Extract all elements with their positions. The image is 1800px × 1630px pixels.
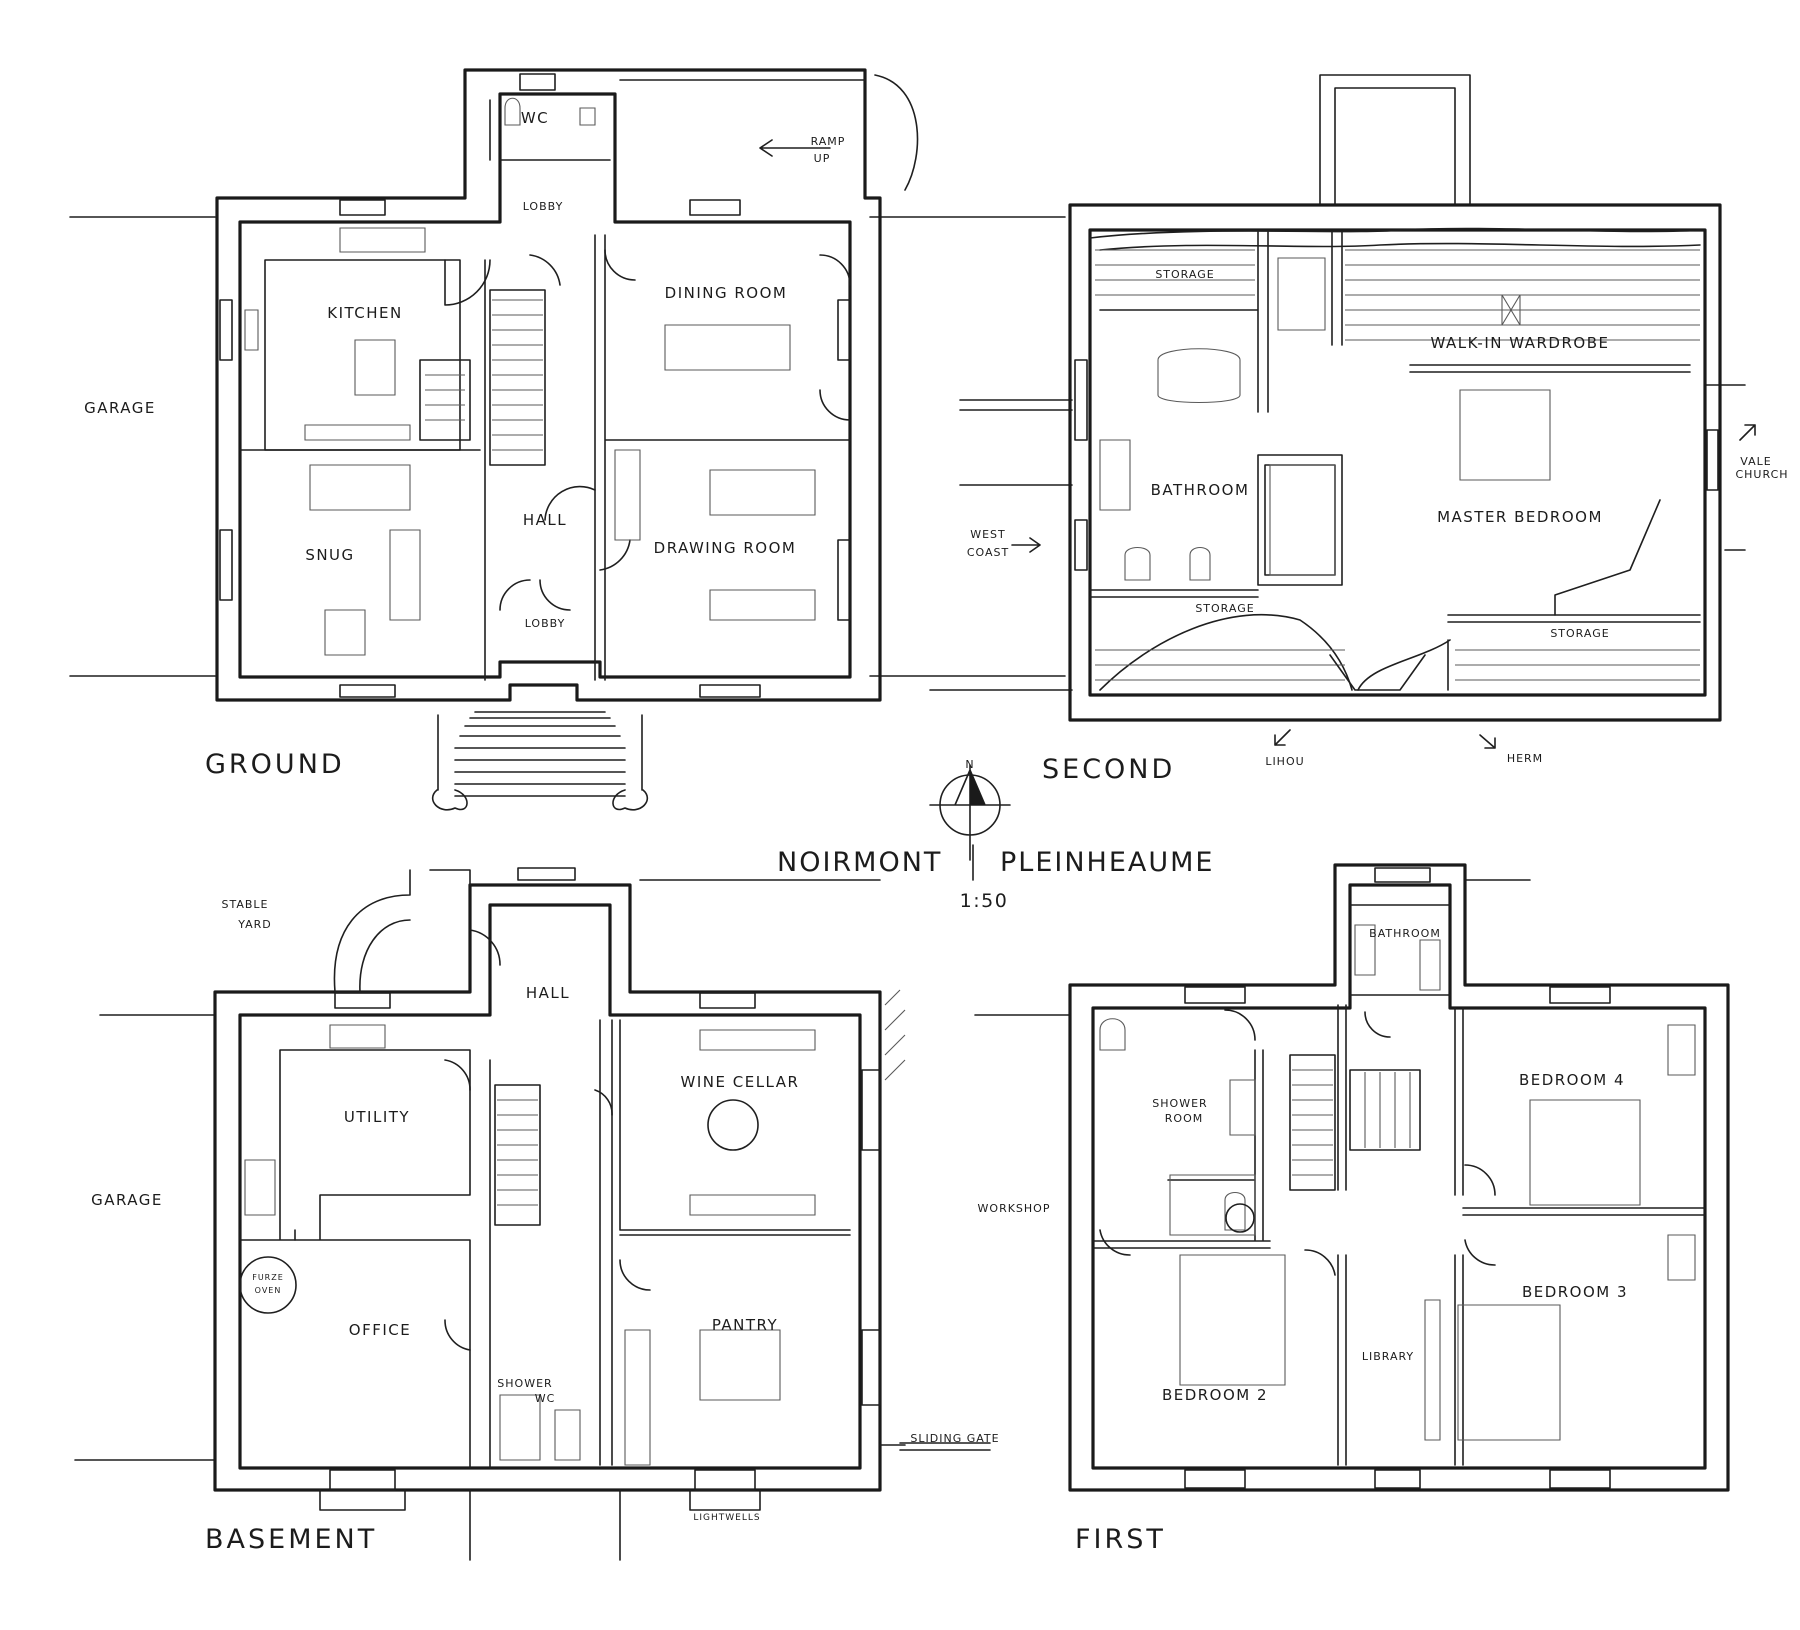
ground-ramp-up-label: UP [814, 152, 831, 165]
first-shower-room-label-2: ROOM [1165, 1112, 1203, 1125]
first-bedroom3-label: BEDROOM 3 [1522, 1283, 1628, 1301]
title-right: PLEINHEAUME [1000, 847, 1215, 878]
ground-kitchen-label: KITCHEN [327, 304, 403, 322]
basement-floor-title: BASEMENT [205, 1524, 377, 1555]
ground-floor-plan: WC LOBBY RAMP UP KITCHEN DINING ROOM SNU… [69, 68, 1066, 811]
basement-utility-label: UTILITY [344, 1108, 410, 1126]
basement-wc-label: WC [535, 1392, 556, 1405]
second-walkin-label: WALK-IN WARDROBE [1431, 334, 1610, 352]
second-bathroom-label: BATHROOM [1151, 481, 1250, 499]
ground-snug-label: SNUG [305, 546, 354, 564]
first-floor-plan: BATHROOM SHOWER ROOM BEDROOM 4 WORKSHOP … [974, 863, 1730, 1555]
first-bedroom4-label: BEDROOM 4 [1519, 1071, 1625, 1089]
basement-oven-label: OVEN [255, 1286, 282, 1295]
basement-wine-label: WINE CELLAR [681, 1073, 800, 1091]
second-coast-label: COAST [967, 546, 1009, 559]
second-storage-mid-label: STORAGE [1195, 602, 1254, 615]
ground-ramp-label: RAMP [811, 135, 846, 148]
basement-shower-label: SHOWER [497, 1377, 552, 1390]
ground-drawing-label: DRAWING ROOM [654, 539, 797, 557]
compass-rose: N [929, 758, 1011, 861]
first-bedroom2-label: BEDROOM 2 [1162, 1386, 1268, 1404]
basement-floor-plan: STABLE YARD HALL UTILITY WINE CELLAR GAR… [74, 867, 999, 1561]
drawing-title: NOIRMONT PLEINHEAUME 1:50 [777, 844, 1215, 912]
title-left: NOIRMONT [777, 847, 942, 878]
compass-north-label: N [965, 758, 974, 771]
second-lihou-label: LIHOU [1265, 755, 1304, 768]
second-church-label: CHURCH [1735, 468, 1788, 481]
basement-hall-label: HALL [526, 984, 570, 1002]
ground-lobby-bottom-label: LOBBY [525, 617, 566, 630]
ground-wc-label: WC [521, 109, 549, 127]
ground-lobby-top-label: LOBBY [523, 200, 564, 213]
second-master-label: MASTER BEDROOM [1437, 508, 1603, 526]
first-floor-title: FIRST [1075, 1524, 1166, 1555]
ground-hall-label: HALL [523, 511, 567, 529]
ground-garage-label: GARAGE [84, 399, 156, 417]
ground-dining-label: DINING ROOM [665, 284, 788, 302]
second-floor-title: SECOND [1042, 754, 1175, 785]
first-bathroom-label: BATHROOM [1369, 927, 1441, 940]
basement-sliding-gate-label: SLIDING GATE [910, 1432, 999, 1445]
second-vale-label: VALE [1740, 455, 1771, 468]
basement-stable-label: STABLE [222, 898, 269, 911]
basement-furze-label: FURZE [252, 1273, 284, 1282]
second-storage-right-label: STORAGE [1550, 627, 1609, 640]
second-west-label: WEST [970, 528, 1006, 541]
basement-yard-label: YARD [237, 918, 272, 931]
basement-lightwells-label: LIGHTWELLS [693, 1513, 760, 1523]
first-workshop-label: WORKSHOP [978, 1202, 1051, 1215]
first-library-label: LIBRARY [1362, 1350, 1414, 1363]
second-storage-top-label: STORAGE [1155, 268, 1214, 281]
title-scale: 1:50 [960, 890, 1009, 912]
basement-pantry-label: PANTRY [712, 1316, 778, 1334]
basement-garage-label: GARAGE [91, 1191, 163, 1209]
first-shower-room-label-1: SHOWER [1152, 1097, 1207, 1110]
second-herm-label: HERM [1507, 752, 1543, 765]
second-floor-plan: STORAGE WALK-IN WARDROBE BATHROOM MASTER… [929, 74, 1788, 785]
ground-floor-title: GROUND [205, 749, 345, 780]
basement-office-label: OFFICE [349, 1321, 411, 1339]
